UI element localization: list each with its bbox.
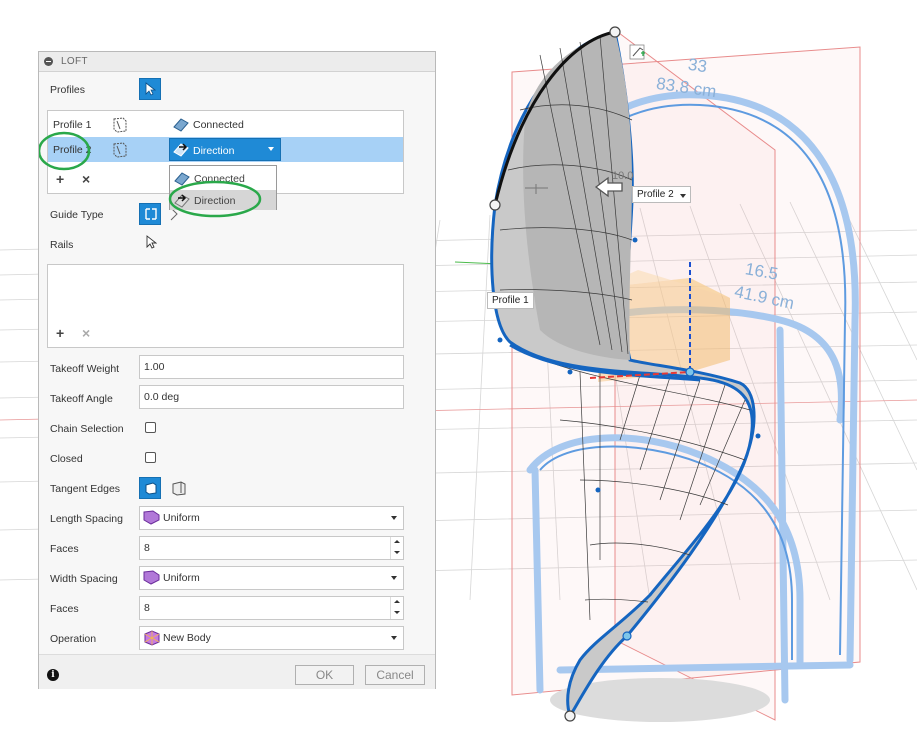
profile-2-type-value: Direction xyxy=(193,145,235,157)
profile-row-1[interactable]: Profile 1 Connected xyxy=(48,112,403,137)
profiles-label: Profiles xyxy=(50,84,86,96)
sketch-cursor-icon xyxy=(525,184,548,194)
direction-arrow-manipulator[interactable] xyxy=(594,176,623,198)
profile-select-icon xyxy=(113,117,127,133)
connected-icon xyxy=(174,172,190,186)
uniform-spacing-icon xyxy=(143,510,160,525)
takeoff-angle-input[interactable]: 0.0 deg xyxy=(139,385,404,409)
chevron-down-icon xyxy=(391,576,397,580)
operation-label: Operation xyxy=(50,633,97,645)
ok-button[interactable]: OK xyxy=(295,665,354,685)
info-icon[interactable]: i xyxy=(47,669,59,681)
width-spacing-value: Uniform xyxy=(163,572,200,584)
operation-value: New Body xyxy=(163,632,211,644)
length-spacing-label: Length Spacing xyxy=(50,513,123,525)
length-spacing-value: Uniform xyxy=(163,512,200,524)
profiles-select-button[interactable] xyxy=(139,78,161,100)
takeoff-angle-label: Takeoff Angle xyxy=(50,393,113,405)
rails-select-cursor-icon[interactable] xyxy=(145,235,157,250)
new-body-icon xyxy=(144,630,160,646)
chevron-down-icon xyxy=(679,194,686,198)
rails-label: Rails xyxy=(50,239,74,251)
width-spacing-label: Width Spacing xyxy=(50,573,118,585)
loft-surface xyxy=(490,30,756,720)
uniform-spacing-icon xyxy=(143,570,160,585)
profile-2-type-dropdown[interactable]: Direction xyxy=(169,138,281,161)
width-faces-input[interactable]: 8 xyxy=(139,596,404,620)
chevron-down-icon xyxy=(391,516,397,520)
length-faces-input[interactable]: 8 xyxy=(139,536,404,560)
add-rail-button[interactable]: + xyxy=(56,325,65,341)
length-faces-stepper[interactable] xyxy=(390,537,403,559)
width-spacing-select[interactable]: Uniform xyxy=(139,566,404,590)
dropdown-option-connected[interactable]: Connected xyxy=(170,168,276,188)
takeoff-weight-input[interactable]: 1.00 xyxy=(139,355,404,379)
loft-dialog: LOFT Profiles Profile 1 Connected Profil… xyxy=(38,51,436,689)
width-faces-label: Faces xyxy=(50,603,79,615)
width-faces-value: 8 xyxy=(144,602,150,614)
cursor-arrow-icon xyxy=(145,82,156,96)
closed-checkbox[interactable] xyxy=(145,452,156,463)
control-points[interactable] xyxy=(489,26,695,722)
tangent-keep-icon[interactable] xyxy=(171,480,187,496)
profile-type-dropdown-menu: Connected Direction xyxy=(169,165,277,210)
profile-1-viewport-text: Profile 1 xyxy=(492,295,529,306)
chevron-down-icon xyxy=(391,636,397,640)
dialog-footer: i OK Cancel xyxy=(39,654,435,689)
direction-icon xyxy=(173,143,189,157)
guide-type-rails-button[interactable] xyxy=(139,203,161,225)
tangent-edges-merge-button[interactable] xyxy=(139,477,161,499)
length-faces-label: Faces xyxy=(50,543,79,555)
option-direction-label: Direction xyxy=(194,195,236,207)
length-spacing-select[interactable]: Uniform xyxy=(139,506,404,530)
profiles-list: Profile 1 Connected Profile 2 Direction … xyxy=(47,110,404,194)
rails-list: + × xyxy=(47,264,404,348)
dropdown-option-direction[interactable]: Direction xyxy=(170,190,276,210)
closed-label: Closed xyxy=(50,453,83,465)
remove-rail-button[interactable]: × xyxy=(82,325,91,341)
cancel-button[interactable]: Cancel xyxy=(365,665,425,685)
chain-selection-checkbox[interactable] xyxy=(145,422,156,433)
profile-1-name: Profile 1 xyxy=(53,119,92,131)
top-partial-measure: 33 xyxy=(686,54,709,77)
takeoff-weight-label: Takeoff Weight xyxy=(50,363,120,375)
profile-1-viewport-label[interactable]: Profile 1 xyxy=(487,292,534,309)
direction-icon xyxy=(174,194,190,208)
loft-shadow xyxy=(550,678,770,722)
profile-2-name: Profile 2 xyxy=(53,144,92,156)
profile-1-type: Connected xyxy=(193,119,244,131)
profile-2-viewport-text: Profile 2 xyxy=(637,189,674,200)
guide-type-label: Guide Type xyxy=(50,209,104,221)
collapse-icon[interactable] xyxy=(44,57,53,66)
width-faces-stepper[interactable] xyxy=(390,597,403,619)
dialog-titlebar: LOFT xyxy=(39,52,435,72)
rails-icon xyxy=(145,208,157,220)
profile-select-icon xyxy=(113,142,127,158)
profile-row-2[interactable]: Profile 2 Direction xyxy=(48,137,403,162)
tangent-merge-icon xyxy=(145,482,157,495)
sketch-marker-icon xyxy=(629,44,645,60)
option-connected-label: Connected xyxy=(194,173,245,185)
profile-2-viewport-label[interactable]: Profile 2 xyxy=(632,186,691,203)
length-faces-value: 8 xyxy=(144,542,150,554)
operation-select[interactable]: New Body xyxy=(139,626,404,650)
dialog-title: LOFT xyxy=(61,56,88,67)
partial-value-label: 10.0 xyxy=(612,170,634,182)
remove-profile-button[interactable]: × xyxy=(82,171,91,187)
connected-icon xyxy=(173,118,189,132)
add-profile-button[interactable]: + xyxy=(56,171,65,187)
chevron-down-icon xyxy=(268,147,274,151)
tangent-edges-label: Tangent Edges xyxy=(50,483,121,495)
chain-selection-label: Chain Selection xyxy=(50,423,124,435)
